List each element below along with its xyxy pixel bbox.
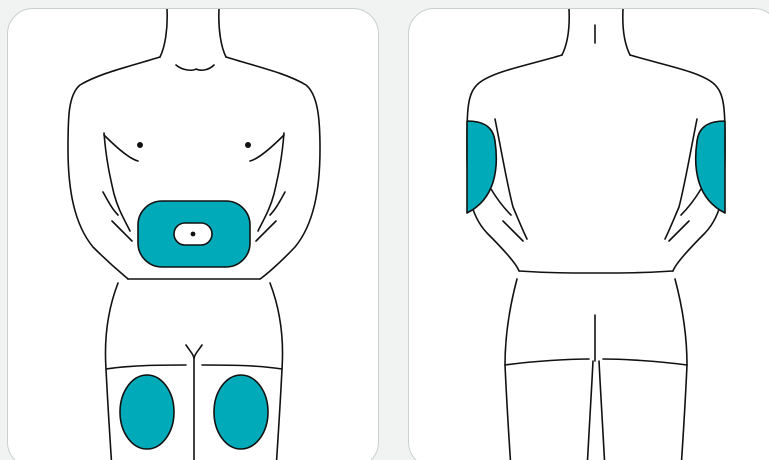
navel — [191, 232, 196, 237]
back-view-panel — [408, 8, 769, 460]
front-body-figure — [8, 9, 379, 460]
right-thigh-injection-site — [214, 375, 268, 449]
torso-outline — [467, 55, 725, 271]
right-hand — [669, 189, 701, 241]
buttock-cleft — [587, 315, 605, 460]
left-hand — [491, 189, 523, 241]
right-inner-arm — [665, 119, 697, 239]
left-thigh-injection-site — [120, 375, 174, 449]
hips-outline — [505, 279, 687, 460]
chin-line — [176, 65, 214, 70]
back-body-figure — [409, 9, 769, 460]
waistline — [519, 271, 673, 273]
right-nipple — [245, 142, 251, 148]
left-inner-arm — [495, 119, 527, 239]
right-upper-arm-injection-site — [696, 121, 725, 213]
left-hand — [103, 192, 132, 241]
crotch — [186, 345, 202, 460]
chest-lines — [104, 135, 284, 161]
front-view-panel — [7, 8, 379, 460]
neck-outline — [562, 9, 630, 55]
left-upper-arm-injection-site — [467, 121, 496, 213]
neck-outline — [160, 9, 226, 57]
right-hand — [256, 192, 285, 241]
shorts-line — [505, 359, 687, 365]
left-nipple — [137, 142, 143, 148]
